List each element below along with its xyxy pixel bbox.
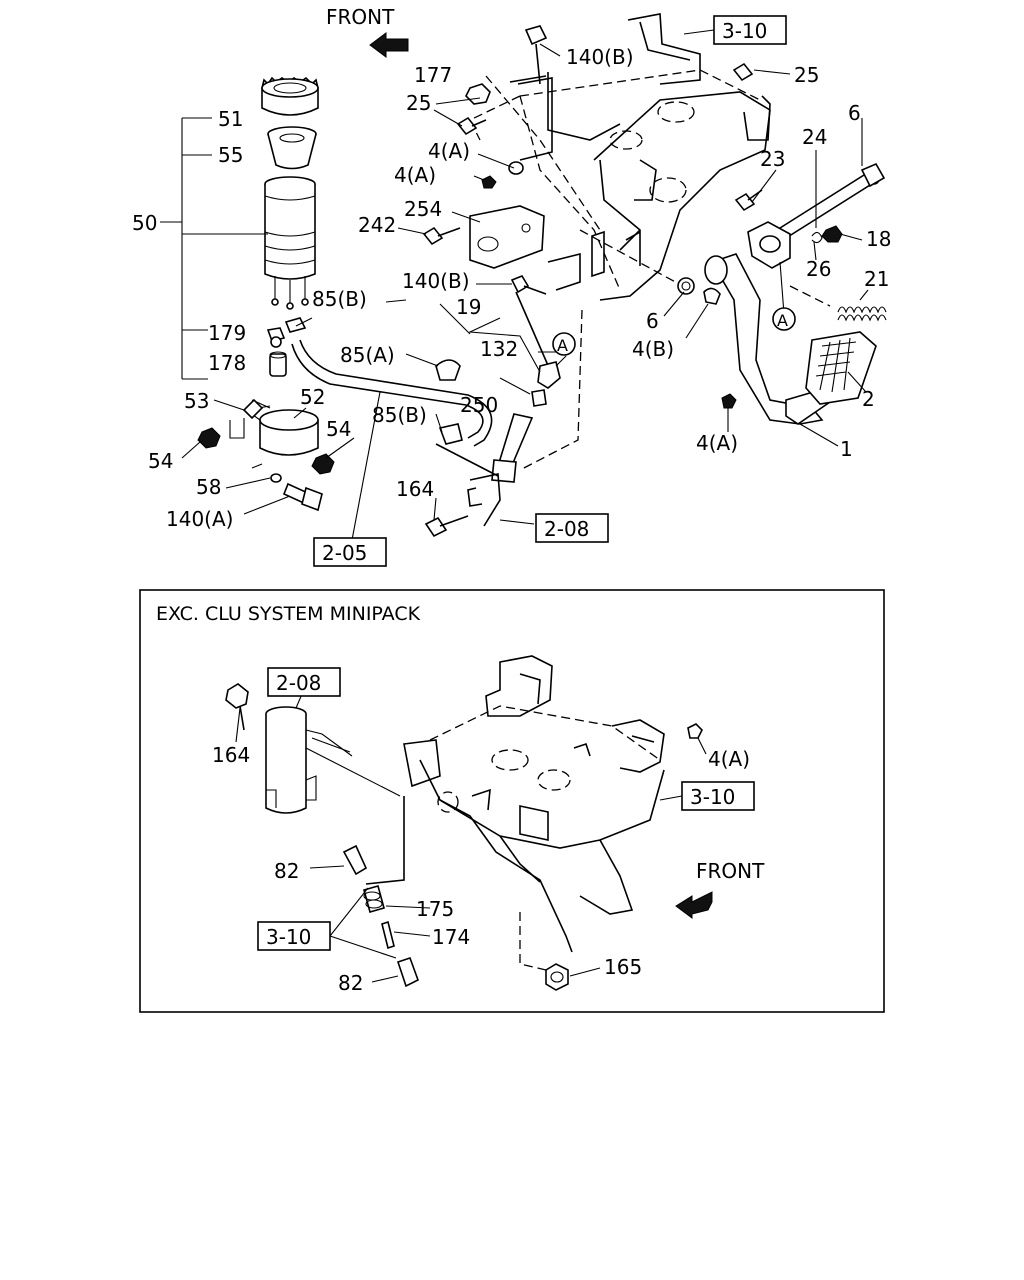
inset-callout-164: 164 [212, 743, 250, 767]
inset-front-label: FRONT [696, 859, 765, 883]
callout-85b-top: 85(B) [312, 287, 367, 311]
inset-callout-82-lower: 82 [338, 971, 363, 995]
callout-178: 178 [208, 351, 246, 375]
inset-callout-4a: 4(A) [708, 747, 750, 771]
pedal-bracket-assembly [469, 13, 771, 301]
callout-19: 19 [456, 295, 481, 319]
callout-164: 164 [396, 477, 434, 501]
ref-box-3-10-top: 3-10 [683, 15, 787, 45]
inset-leader-lines [235, 693, 707, 983]
callout-54-left: 54 [148, 449, 173, 473]
inset-title: EXC. CLU SYSTEM MINIPACK [156, 603, 421, 625]
callout-18: 18 [866, 227, 891, 251]
callout-242: 242 [358, 213, 396, 237]
callout-4a-3: 4(A) [696, 431, 738, 455]
callout-179: 179 [208, 321, 246, 345]
callout-54-right: 54 [326, 417, 351, 441]
reservoir-hose [291, 343, 484, 439]
ref-box-2-08-top: 2-08 [535, 513, 609, 543]
group-bracket-50 [160, 117, 268, 380]
master-cylinder-pushrod [435, 291, 583, 527]
inset-ref-box-3-10-left: 3-10 [257, 921, 331, 951]
callout-2: 2 [862, 387, 875, 411]
top-fasteners [422, 25, 763, 538]
callout-177: 177 [414, 63, 452, 87]
callout-21: 21 [864, 267, 889, 291]
callout-1: 1 [840, 437, 853, 461]
ref-box-2-05: 2-05 [313, 537, 387, 567]
callout-26: 26 [806, 257, 831, 281]
callout-4a-2: 4(A) [394, 163, 436, 187]
callout-132: 132 [480, 337, 518, 361]
svg-text:3-10: 3-10 [690, 785, 735, 809]
callout-4a-1: 4(A) [428, 139, 470, 163]
callout-140b-top: 140(B) [566, 45, 634, 69]
svg-text:2-08: 2-08 [276, 671, 321, 695]
return-spring-icon [837, 306, 887, 314]
svg-text:A: A [557, 336, 568, 355]
callout-6-left: 6 [646, 309, 659, 333]
callout-55: 55 [218, 143, 243, 167]
callout-25-left: 25 [406, 91, 431, 115]
inset-pushrod-parts [342, 796, 547, 988]
inset-callout-165: 165 [604, 955, 642, 979]
top-callouts: 51 55 50 179 178 85(B) 85(A) 85(B) 53 52… [132, 45, 891, 531]
svg-text:2-08: 2-08 [544, 517, 589, 541]
inset-callouts: 164 4(A) 82 175 174 82 165 [212, 743, 750, 995]
callout-140b-mid: 140(B) [402, 269, 470, 293]
callout-58: 58 [196, 475, 221, 499]
svg-text:3-10: 3-10 [722, 19, 767, 43]
callout-254: 254 [404, 197, 442, 221]
clutch-fluid-reservoir [261, 76, 319, 377]
svg-text:A: A [777, 311, 788, 330]
marker-a-left: A [552, 332, 576, 356]
inset-front-arrow-icon [675, 891, 713, 919]
inset-pedal-bracket [403, 655, 703, 991]
callout-6-right: 6 [848, 101, 861, 125]
clutch-pedal [677, 162, 887, 425]
top-leader-lines [181, 43, 869, 525]
inset-cylinder [225, 683, 401, 814]
reservoir-bracket-band [197, 398, 335, 512]
callout-250: 250 [460, 393, 498, 417]
front-label: FRONT [326, 5, 395, 29]
svg-text:2-05: 2-05 [322, 541, 367, 565]
inset-callout-175: 175 [416, 897, 454, 921]
callout-50: 50 [132, 211, 157, 235]
callout-52: 52 [300, 385, 325, 409]
callout-25-right: 25 [794, 63, 819, 87]
front-arrow-icon [369, 32, 409, 58]
callout-24: 24 [802, 125, 827, 149]
inset-callout-82-upper: 82 [274, 859, 299, 883]
callout-23: 23 [760, 147, 785, 171]
marker-a-right: A [772, 307, 796, 331]
top-diagram: FRONT [132, 5, 891, 567]
callout-85b-low: 85(B) [372, 403, 427, 427]
inset-ref-box-2-08: 2-08 [267, 667, 341, 697]
inset-callout-174: 174 [432, 925, 470, 949]
svg-text:3-10: 3-10 [266, 925, 311, 949]
callout-85a: 85(A) [340, 343, 395, 367]
callout-4b: 4(B) [632, 337, 674, 361]
callout-51: 51 [218, 107, 243, 131]
callout-53: 53 [184, 389, 209, 413]
inset-panel: EXC. CLU SYSTEM MINIPACK FRONT [139, 589, 885, 1013]
inset-ref-box-3-10-right: 3-10 [681, 781, 755, 811]
callout-140a: 140(A) [166, 507, 233, 531]
